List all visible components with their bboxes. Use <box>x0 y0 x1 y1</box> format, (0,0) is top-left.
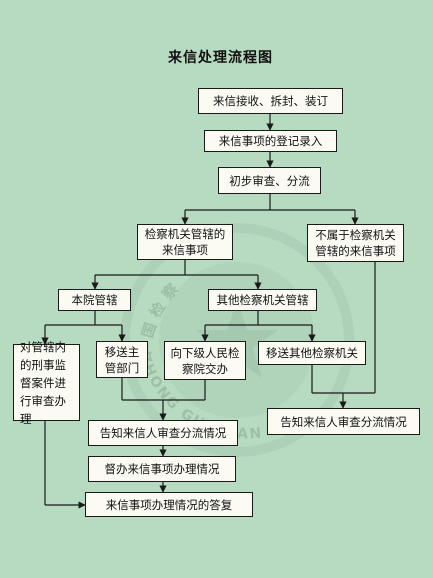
node-notify-writer-right: 告知来信人审查分流情况 <box>267 408 420 435</box>
node-triage-label: 初步审查、分流 <box>229 173 310 188</box>
node-reply-label: 来信事项办理情况的答复 <box>105 497 233 512</box>
node-this-institution-label: 本院管辖 <box>71 293 118 307</box>
node-supervise-label: 督办来信事项办理情况 <box>104 462 220 476</box>
node-reply: 来信事项办理情况的答复 <box>85 492 253 517</box>
node-register: 来信事项的登记录入 <box>204 130 337 152</box>
node-notify-writer-right-label: 告知来信人审查分流情况 <box>280 414 407 429</box>
node-assign-lower: 向下级人民检察院交办 <box>164 341 246 380</box>
node-transfer-department-label: 移送主管部门 <box>104 344 140 375</box>
node-not-procuratorate: 不属于检察机关管辖的来信事项 <box>307 224 404 262</box>
node-procuratorate-jurisdiction-label: 检察机关管辖的来信事项 <box>144 227 226 257</box>
node-triage: 初步审查、分流 <box>218 167 321 194</box>
node-transfer-other: 移送其他检察机关 <box>258 341 366 365</box>
node-transfer-department: 移送主管部门 <box>96 341 148 378</box>
node-receive-label: 来信接收、拆封、装订 <box>213 94 328 108</box>
node-not-procuratorate-label: 不属于检察机关管辖的来信事项 <box>315 228 396 258</box>
node-transfer-other-label: 移送其他检察机关 <box>266 346 358 360</box>
node-criminal-supervision-label: 对管辖内的刑事监督案件进行审查办理 <box>20 339 66 426</box>
node-this-institution: 本院管辖 <box>58 289 131 311</box>
page-title: 来信处理流程图 <box>168 50 273 66</box>
node-other-institutions-label: 其他检察机关管辖 <box>216 293 309 307</box>
node-notify-writer-left-label: 告知来信人审查分流情况 <box>99 426 227 440</box>
node-register-label: 来信事项的登记录入 <box>218 134 323 148</box>
node-other-institutions: 其他检察机关管辖 <box>208 289 317 311</box>
node-receive: 来信接收、拆封、装订 <box>198 88 343 114</box>
node-notify-writer-left: 告知来信人审查分流情况 <box>88 420 238 446</box>
node-criminal-supervision: 对管辖内的刑事监督案件进行审查办理 <box>13 340 80 426</box>
node-procuratorate-jurisdiction: 检察机关管辖的来信事项 <box>137 224 233 260</box>
node-supervise: 督办来信事项办理情况 <box>88 456 236 482</box>
node-assign-lower-label: 向下级人民检察院交办 <box>170 345 240 376</box>
